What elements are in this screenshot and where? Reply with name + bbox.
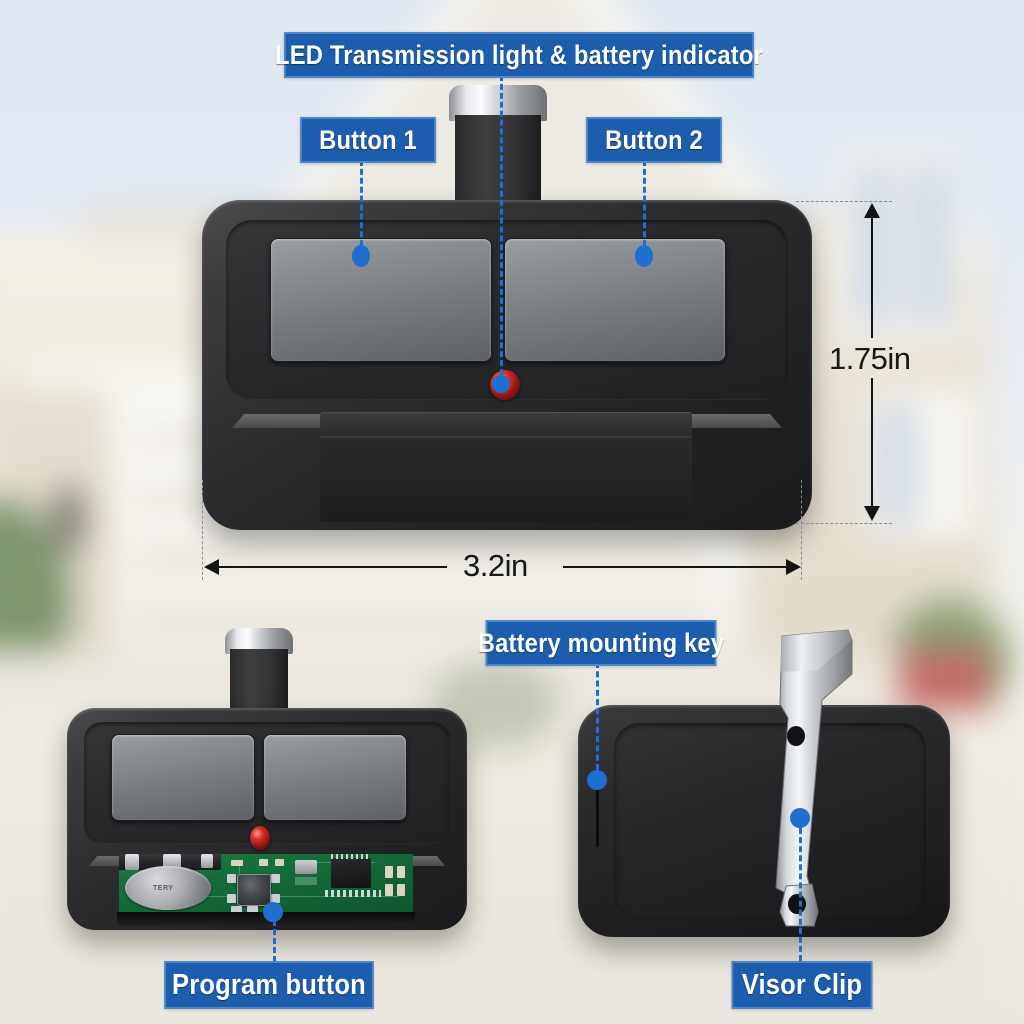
battery-label-text: TERY bbox=[153, 885, 174, 892]
dim-extension-top bbox=[796, 201, 892, 202]
battery-door-chamfer-right-2 bbox=[387, 856, 445, 866]
label-visor-clip: Visor Clip bbox=[731, 961, 873, 1009]
crystal-oscillator bbox=[295, 860, 317, 874]
label-button1-text: Button 1 bbox=[319, 124, 417, 155]
label-button1: Button 1 bbox=[300, 117, 436, 163]
battery-clip-mid bbox=[163, 854, 181, 868]
battery-mounting-key-slot bbox=[596, 787, 599, 847]
leader-line-program-button bbox=[273, 920, 276, 962]
led-indicator-2 bbox=[250, 826, 270, 850]
visor-clip-hook-stem-2 bbox=[230, 649, 288, 715]
callout-dot-button1 bbox=[352, 245, 370, 267]
label-battery-key-text: Battery mounting key bbox=[477, 627, 725, 658]
label-button2: Button 2 bbox=[586, 117, 722, 163]
visor-clip[interactable] bbox=[752, 626, 882, 942]
dim-arrow-right bbox=[786, 559, 801, 575]
battery-door-chamfer-right bbox=[682, 414, 782, 428]
button-1-back-view[interactable] bbox=[111, 734, 255, 821]
remote-open-compartment-view: TERY bbox=[67, 628, 467, 930]
dim-line-vertical-lower bbox=[871, 378, 873, 506]
remote-front-view bbox=[202, 85, 812, 530]
label-program-button: Program button bbox=[164, 961, 374, 1009]
callout-dot-battery-key bbox=[587, 770, 607, 790]
button-2[interactable] bbox=[504, 238, 726, 362]
callout-dot-button2 bbox=[635, 245, 653, 267]
visor-clip-hook-stem bbox=[455, 115, 541, 207]
label-button2-text: Button 2 bbox=[605, 124, 703, 155]
remote-side-face bbox=[614, 723, 926, 919]
battery-door-chamfer-left-2 bbox=[89, 856, 147, 866]
callout-dot-program-button bbox=[263, 902, 283, 922]
dim-extension-right bbox=[801, 480, 802, 580]
leader-line-button2 bbox=[643, 160, 646, 255]
dim-line-horizontal-left bbox=[217, 566, 447, 568]
dim-arrow-down bbox=[864, 506, 880, 521]
remote-side-view bbox=[578, 705, 950, 937]
circuit-board: TERY bbox=[119, 854, 413, 914]
battery-clip-left bbox=[125, 854, 139, 870]
dim-extension-left bbox=[202, 480, 203, 580]
program-button[interactable] bbox=[237, 874, 271, 906]
dimension-height-text: 1.75in bbox=[829, 341, 911, 376]
dim-arrow-left bbox=[204, 559, 219, 575]
leader-line-visor-clip bbox=[799, 828, 802, 961]
dim-line-vertical-upper bbox=[871, 216, 873, 338]
callout-dot-visor-clip bbox=[790, 808, 810, 828]
leader-line-button1 bbox=[360, 160, 363, 255]
label-led: LED Transmission light & battery indicat… bbox=[275, 32, 763, 78]
dim-line-horizontal-right bbox=[563, 566, 786, 568]
ic-chip bbox=[331, 858, 371, 888]
dim-extension-bottom bbox=[796, 523, 892, 524]
label-visor-clip-text: Visor Clip bbox=[741, 968, 863, 1001]
battery-door[interactable] bbox=[320, 412, 692, 522]
dim-arrow-up bbox=[864, 203, 880, 218]
button-1[interactable] bbox=[270, 238, 492, 362]
battery-clip-right bbox=[201, 854, 213, 868]
dimension-width-text: 3.2in bbox=[463, 548, 528, 583]
label-program-button-text: Program button bbox=[172, 968, 366, 1001]
label-battery-key: Battery mounting key bbox=[478, 620, 724, 666]
leader-line-led bbox=[500, 75, 503, 375]
leader-line-battery-key bbox=[596, 662, 599, 770]
battery-door-chamfer-left bbox=[232, 414, 332, 428]
callout-dot-led bbox=[492, 375, 510, 393]
coin-cell-battery bbox=[125, 866, 211, 910]
button-2-back-view[interactable] bbox=[263, 734, 407, 821]
label-led-text: LED Transmission light & battery indicat… bbox=[275, 39, 763, 70]
